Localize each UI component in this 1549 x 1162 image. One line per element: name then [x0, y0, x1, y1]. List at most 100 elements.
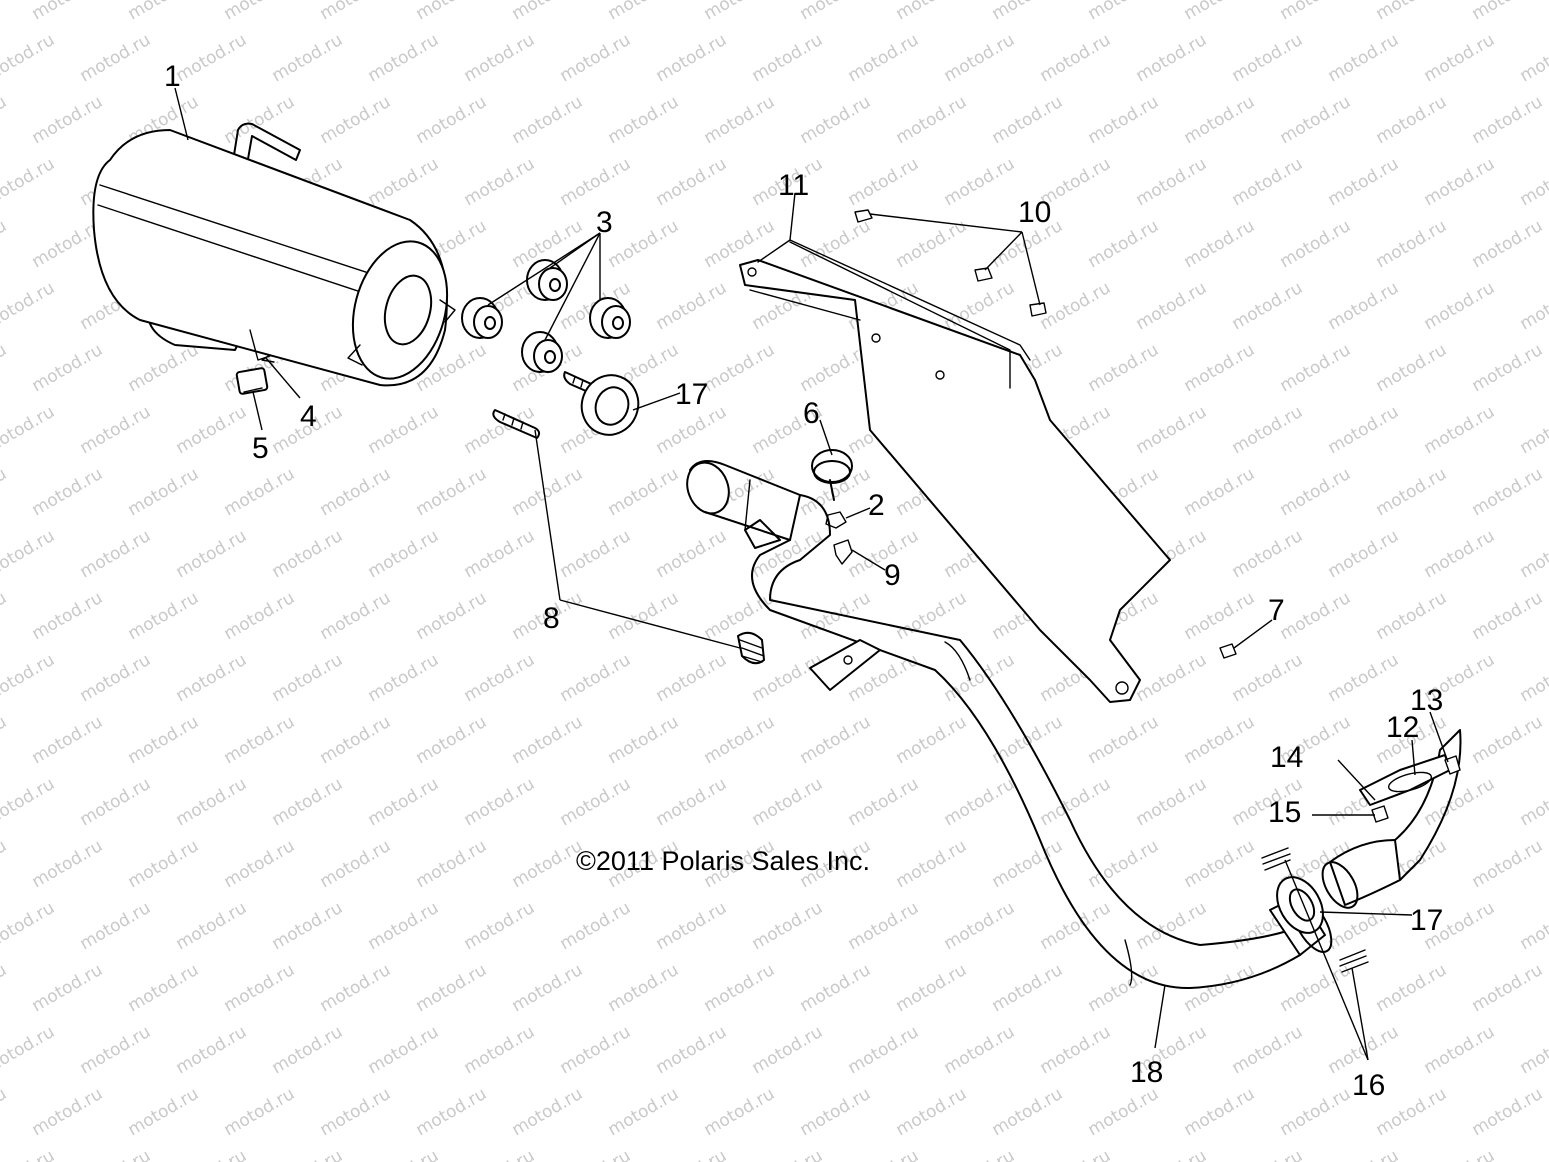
- watermark-text: motod.ru: [0, 526, 58, 582]
- watermark-text: motod.ru: [413, 92, 491, 148]
- watermark-text: motod.ru: [1133, 154, 1211, 210]
- watermark-text: motod.ru: [221, 1084, 299, 1140]
- watermark-text: motod.ru: [365, 774, 443, 830]
- grommets-3: [461, 259, 631, 373]
- watermark-text: motod.ru: [77, 402, 155, 458]
- watermark-text: motod.ru: [941, 30, 1019, 86]
- watermark-text: motod.ru: [1277, 92, 1355, 148]
- watermark-text: motod.ru: [317, 588, 395, 644]
- watermark-text: motod.ru: [845, 1022, 923, 1078]
- watermark-text: motod.ru: [653, 898, 731, 954]
- watermark-text: motod.ru: [797, 712, 875, 768]
- watermark-text: motod.ru: [749, 30, 827, 86]
- watermark-text: motod.ru: [989, 960, 1067, 1016]
- watermark-text: motod.ru: [1469, 588, 1547, 644]
- watermark-text: motod.ru: [1085, 92, 1163, 148]
- watermark-text: motod.ru: [845, 154, 923, 210]
- knob-6: [811, 449, 853, 501]
- watermark-text: motod.ru: [653, 774, 731, 830]
- watermark-text: motod.ru: [557, 30, 635, 86]
- watermark-text: motod.ru: [413, 588, 491, 644]
- watermark-text: motod.ru: [1325, 30, 1403, 86]
- watermark-text: motod.ru: [1421, 278, 1499, 334]
- watermark-text: motod.ru: [1517, 650, 1549, 706]
- watermark-text: motod.ru: [221, 0, 299, 24]
- watermark-text: motod.ru: [269, 526, 347, 582]
- watermark-text: motod.ru: [797, 960, 875, 1016]
- watermark-text: motod.ru: [893, 0, 971, 24]
- watermark-text: motod.ru: [1277, 340, 1355, 396]
- watermark-text: motod.ru: [653, 526, 731, 582]
- watermark-text: motod.ru: [1517, 30, 1549, 86]
- watermark-text: motod.ru: [317, 836, 395, 892]
- watermark-text: motod.ru: [173, 1022, 251, 1078]
- watermark-text: motod.ru: [797, 92, 875, 148]
- watermark-text: motod.ru: [365, 898, 443, 954]
- watermark-text: motod.ru: [509, 836, 587, 892]
- muffler: [92, 122, 456, 387]
- watermark-text: motod.ru: [1133, 402, 1211, 458]
- watermark-text: motod.ru: [77, 30, 155, 86]
- watermark-text: motod.ru: [1277, 216, 1355, 272]
- watermark-text: motod.ru: [269, 1022, 347, 1078]
- watermark-text: motod.ru: [1373, 340, 1451, 396]
- watermark-text: motod.ru: [0, 1146, 58, 1162]
- watermark-text: motod.ru: [749, 898, 827, 954]
- watermark-text: motod.ru: [413, 712, 491, 768]
- callout-labels: 1 3 4 5 17 11 10 6 2 9 8 7 13 12 14 15 1…: [164, 60, 1443, 1102]
- watermark-text: motod.ru: [221, 464, 299, 520]
- watermark-text: motod.ru: [605, 216, 683, 272]
- watermark-text: motod.ru: [557, 526, 635, 582]
- watermark-text: motod.ru: [701, 960, 779, 1016]
- watermark-text: motod.ru: [29, 960, 107, 1016]
- watermark-text: motod.ru: [1373, 464, 1451, 520]
- watermark-text: motod.ru: [1037, 774, 1115, 830]
- watermark-text: motod.ru: [1373, 0, 1451, 24]
- watermark-text: motod.ru: [509, 712, 587, 768]
- watermark-text: motod.ru: [941, 154, 1019, 210]
- watermark-text: motod.ru: [989, 0, 1067, 24]
- callout-7: 7: [1268, 594, 1285, 627]
- watermark-text: motod.ru: [1085, 216, 1163, 272]
- watermark-text: motod.ru: [893, 712, 971, 768]
- watermark-text: motod.ru: [29, 588, 107, 644]
- bolt-5: [235, 367, 269, 395]
- watermark-text: motod.ru: [0, 588, 10, 644]
- watermark-text: motod.ru: [1469, 0, 1547, 24]
- watermark-text: motod.ru: [1181, 0, 1259, 24]
- watermark-text: motod.ru: [0, 712, 10, 768]
- watermark-text: motod.ru: [1325, 650, 1403, 706]
- watermark-text: motod.ru: [1037, 1146, 1115, 1162]
- watermark-text: motod.ru: [125, 1084, 203, 1140]
- watermark-text: motod.ru: [1517, 154, 1549, 210]
- watermark-text: motod.ru: [701, 0, 779, 24]
- watermark-text: motod.ru: [557, 898, 635, 954]
- watermark-text: motod.ru: [557, 774, 635, 830]
- watermark-text: motod.ru: [0, 278, 58, 334]
- watermark-text: motod.ru: [221, 712, 299, 768]
- watermark-text: motod.ru: [413, 836, 491, 892]
- watermark-text: motod.ru: [797, 1084, 875, 1140]
- watermark-text: motod.ru: [1085, 712, 1163, 768]
- seal-17-upper: [580, 374, 640, 436]
- watermark-text: motod.ru: [1517, 1022, 1549, 1078]
- watermark-text: motod.ru: [0, 0, 10, 24]
- watermark-text: motod.ru: [1517, 526, 1549, 582]
- watermark-text: motod.ru: [125, 340, 203, 396]
- watermark-text: motod.ru: [941, 1146, 1019, 1162]
- watermark-text: motod.ru: [1037, 278, 1115, 334]
- watermark-text: motod.ru: [1325, 278, 1403, 334]
- bolts-10: [854, 209, 1047, 317]
- watermark-text: motod.ru: [1325, 1146, 1403, 1162]
- watermark-text: motod.ru: [365, 402, 443, 458]
- watermark-text: motod.ru: [749, 650, 827, 706]
- watermark-text: motod.ru: [1421, 1022, 1499, 1078]
- watermark-text: motod.ru: [269, 898, 347, 954]
- watermark-text: motod.ru: [365, 650, 443, 706]
- watermark-text: motod.ru: [1229, 402, 1307, 458]
- callout-3: 3: [596, 206, 613, 239]
- watermark-text: motod.ru: [1373, 92, 1451, 148]
- watermark-text: motod.ru: [941, 774, 1019, 830]
- watermark-text: motod.ru: [509, 0, 587, 24]
- watermark-text: motod.ru: [797, 588, 875, 644]
